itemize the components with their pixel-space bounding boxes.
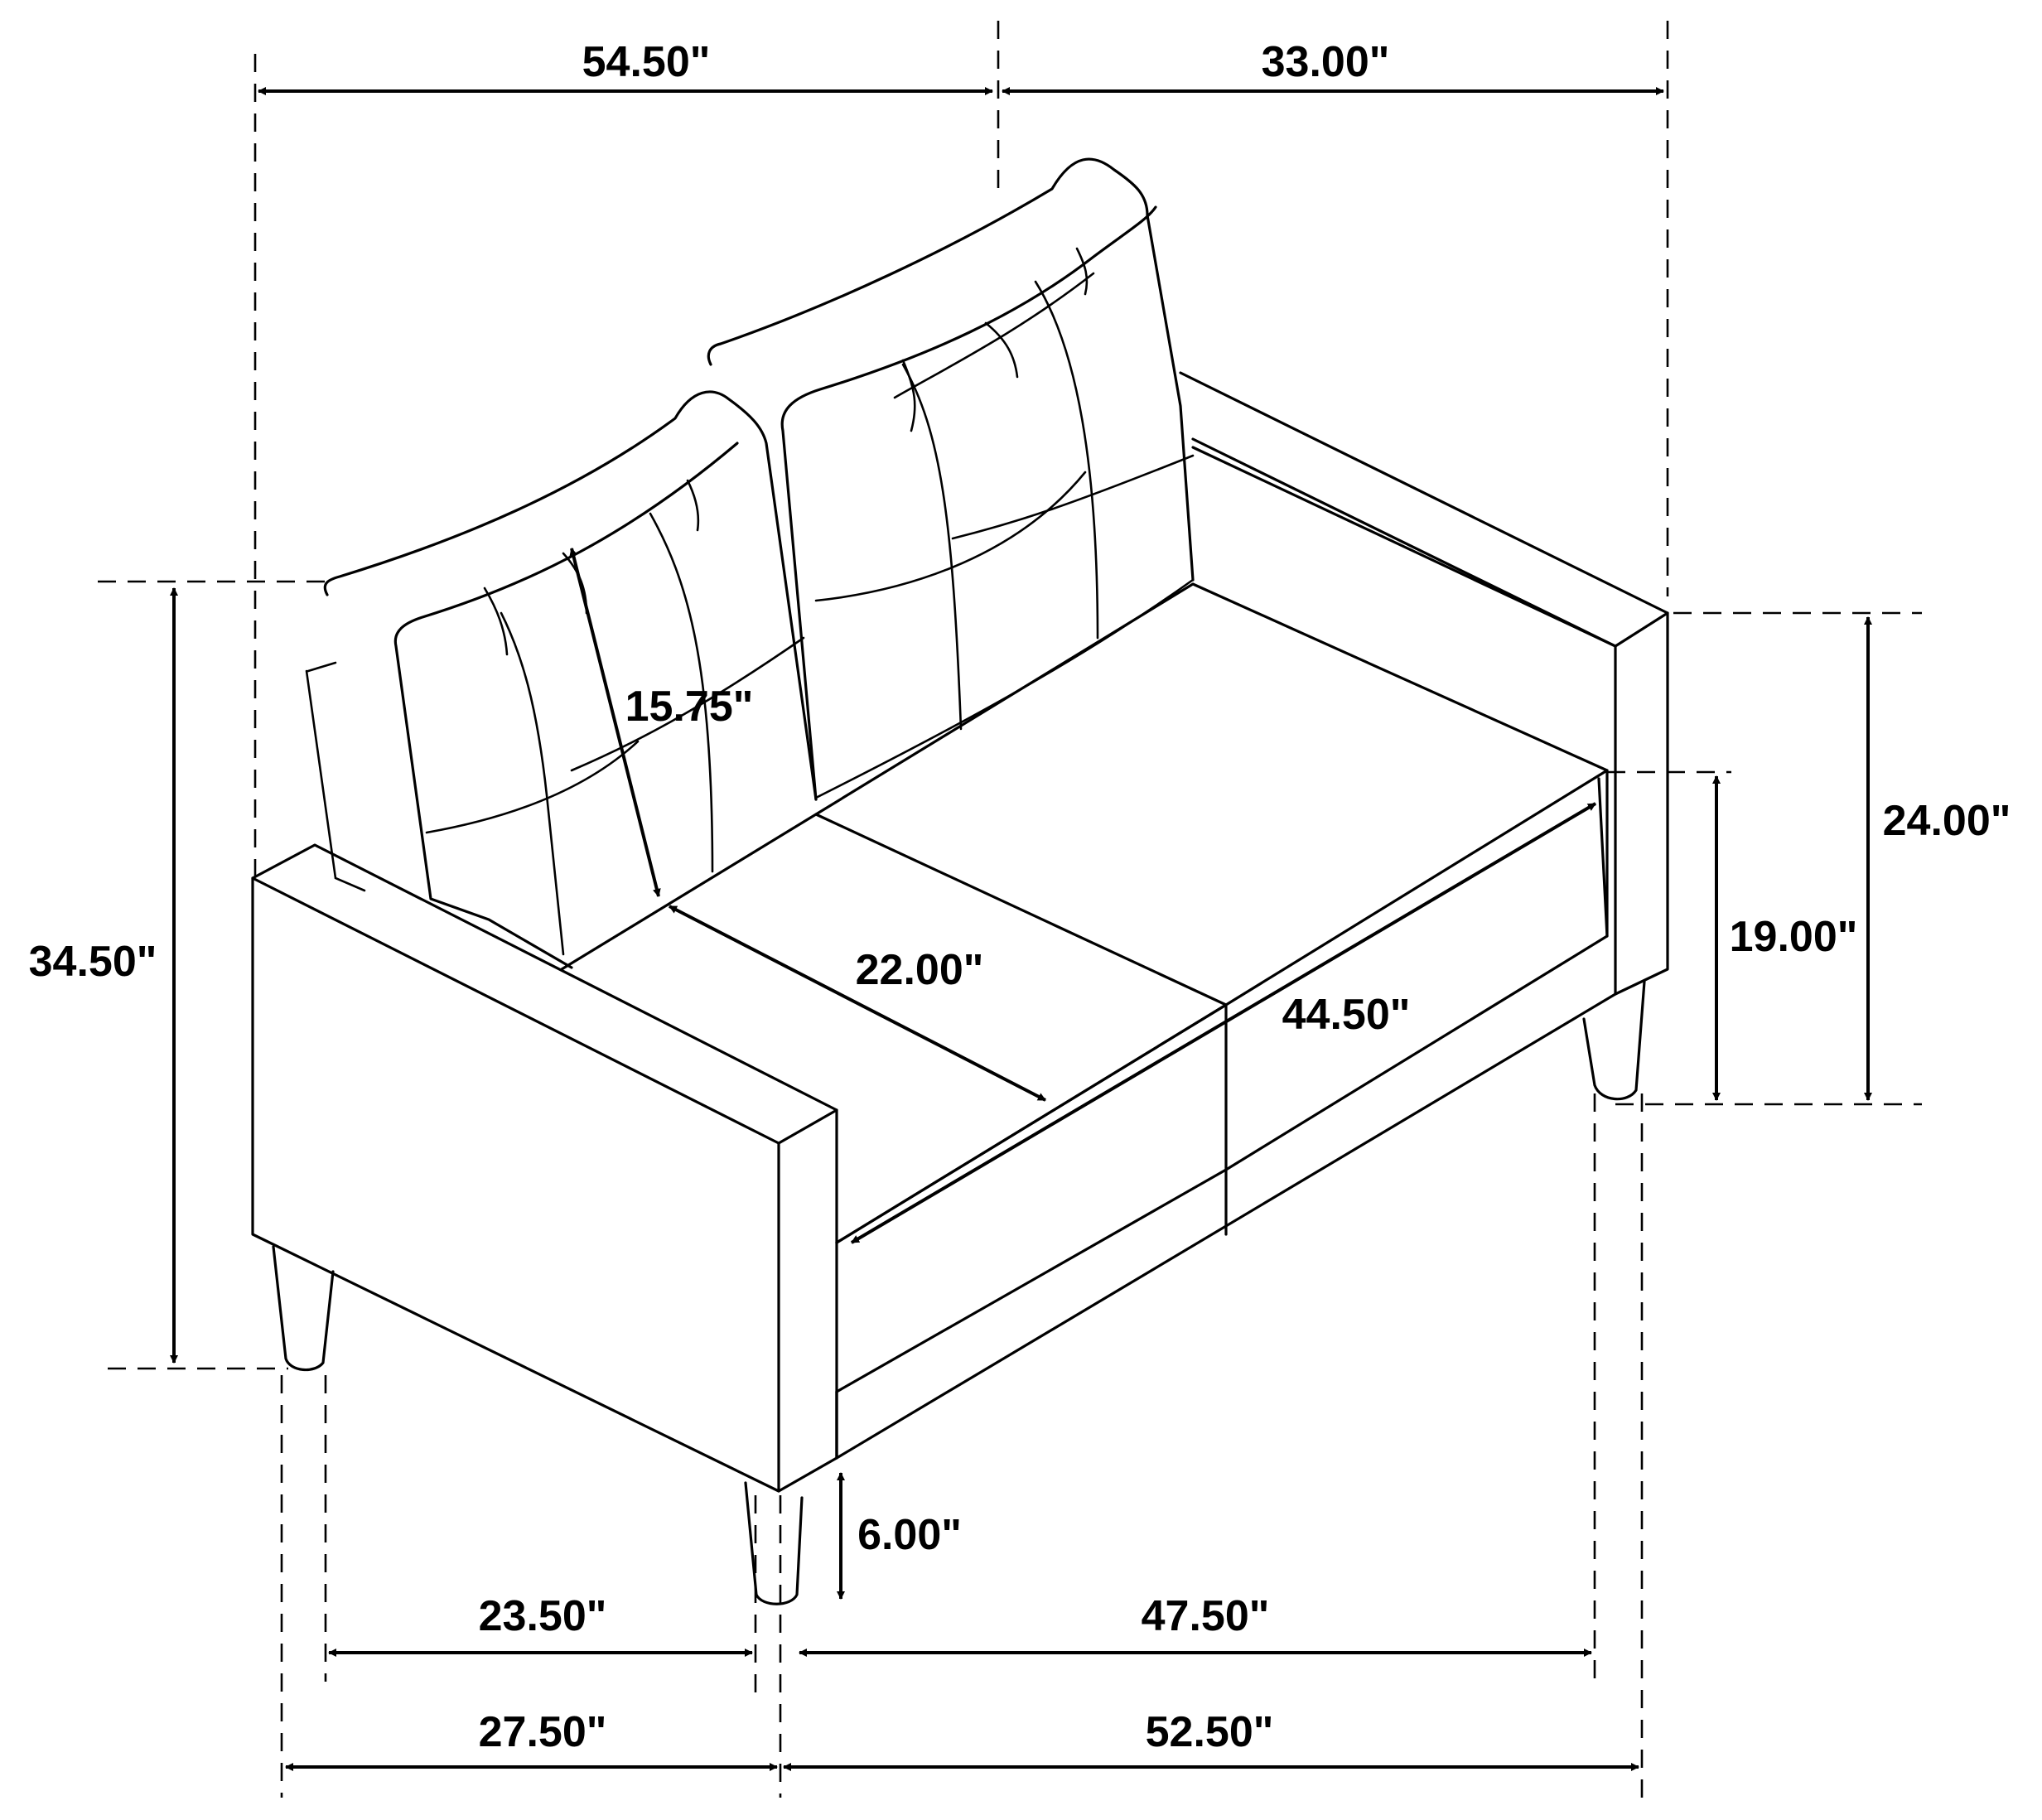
label-overall-height: 34.50" — [29, 938, 157, 986]
loveseat-line-art — [251, 157, 1669, 1605]
label-seat-height: 19.00" — [1730, 913, 1858, 961]
label-seat-width: 44.50" — [1282, 991, 1411, 1039]
leg-front-left — [272, 1245, 335, 1371]
label-back-height: 15.75" — [625, 683, 754, 731]
label-arm-height: 24.00" — [1883, 797, 2011, 845]
left-back-cushion — [323, 390, 818, 801]
label-side-leg-span: 23.50" — [479, 1592, 607, 1640]
right-arm — [1179, 371, 1669, 648]
dimension-arrows — [170, 87, 1872, 1771]
label-front-base: 52.50" — [1146, 1708, 1274, 1756]
dimension-labels: 54.50" 33.00" 34.50" 24.00" 19.00" 15.75… — [29, 38, 2011, 1756]
label-overall-depth: 33.00" — [1262, 38, 1390, 86]
label-overall-width: 54.50" — [582, 38, 711, 86]
leg-back-right — [1582, 980, 1646, 1101]
extension-lines — [98, 21, 1922, 1798]
leg-front-right — [744, 1481, 804, 1605]
label-seat-depth: 22.00" — [856, 946, 984, 994]
right-back-cushion — [707, 157, 1195, 582]
seat-cushion — [560, 813, 1228, 1244]
label-front-leg-span: 47.50" — [1142, 1592, 1270, 1640]
label-leg-height: 6.00" — [857, 1511, 962, 1559]
left-arm — [251, 843, 838, 1145]
label-side-base: 27.50" — [479, 1708, 607, 1756]
